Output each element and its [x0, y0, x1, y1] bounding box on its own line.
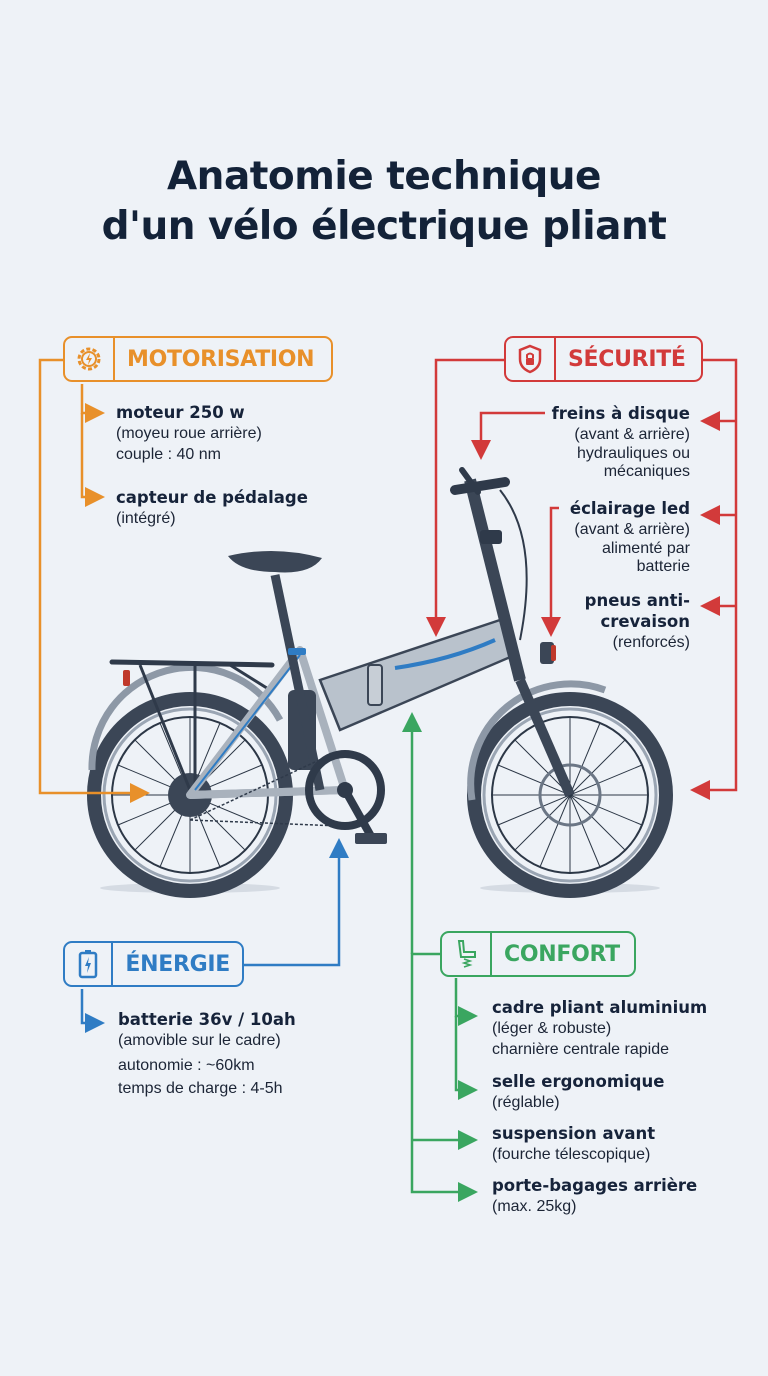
- folding-ebike-illustration: [87, 467, 673, 898]
- motorisation-item-sensor: capteur de pédalage (intégré): [116, 488, 308, 527]
- confort-header: CONFORT: [440, 931, 636, 977]
- motorisation-header: MOTORISATION: [63, 336, 333, 382]
- page-title: Anatomie technique d'un vélo électrique …: [0, 152, 768, 252]
- confort-item-frame: cadre pliant aluminium (léger & robuste)…: [492, 998, 708, 1058]
- motorisation-label: MOTORISATION: [127, 346, 315, 372]
- confort-item-rack: porte-bagages arrière (max. 25kg): [492, 1176, 698, 1215]
- energie-label: ÉNERGIE: [125, 951, 230, 977]
- battery-icon: [65, 943, 114, 985]
- energie-item-battery: batterie 36v / 10ah (amovible sur le cad…: [118, 1010, 296, 1097]
- motorisation-item-motor: moteur 250 w (moyeu roue arrière) couple…: [116, 403, 262, 463]
- confort-connectors: [402, 712, 478, 1202]
- title-line-2: d'un vélo électrique pliant: [101, 204, 667, 249]
- securite-header: SÉCURITÉ: [504, 336, 703, 382]
- energie-header: ÉNERGIE: [63, 941, 244, 987]
- securite-label: SÉCURITÉ: [568, 346, 686, 372]
- confort-item-saddle: selle ergonomique (réglable): [492, 1072, 665, 1111]
- confort-item-suspension: suspension avant (fourche télescopique): [492, 1124, 656, 1163]
- gear-lightning-icon: [65, 338, 115, 380]
- title-line-1: Anatomie technique: [167, 154, 601, 199]
- seat-spring-icon: [442, 933, 492, 975]
- securite-item-tyres: pneus anti- crevaison (renforcés): [584, 591, 690, 651]
- energie-connectors: [80, 838, 349, 1033]
- shield-lock-icon: [506, 338, 556, 380]
- securite-connectors: [426, 358, 738, 800]
- motorisation-connectors: [38, 358, 150, 803]
- confort-label: CONFORT: [504, 941, 620, 967]
- securite-item-lights: éclairage led (avant & arrière) alimenté…: [569, 499, 690, 575]
- securite-item-brakes: freins à disque (avant & arrière) hydrau…: [551, 404, 690, 480]
